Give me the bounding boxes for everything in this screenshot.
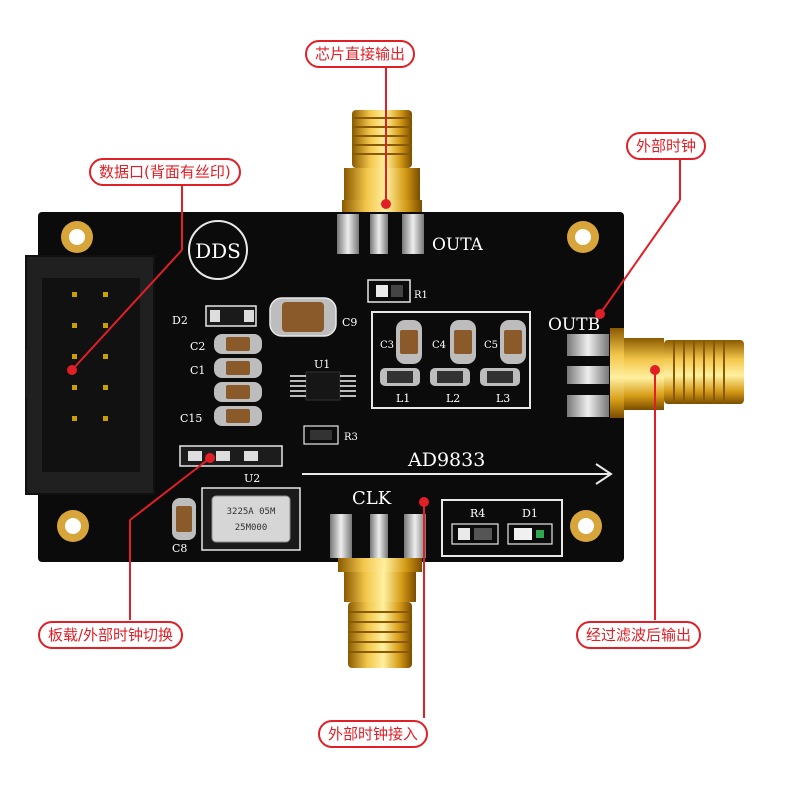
clock-switch-jumper[interactable]	[179, 445, 283, 467]
silk-d2: D2	[172, 314, 188, 327]
capacitor-c4	[450, 320, 476, 364]
data-header-connector[interactable]	[25, 255, 155, 495]
capacitor-c1	[214, 358, 262, 378]
silk-c1: C1	[190, 364, 205, 377]
dds-badge-label: DDS	[195, 239, 241, 263]
callout-external-clock-input: 外部时钟接入	[318, 720, 429, 748]
silk-l3: L3	[496, 392, 510, 405]
inductor-l1	[380, 368, 420, 386]
silk-outa: OUTA	[432, 235, 484, 255]
silk-c2: C2	[190, 340, 205, 353]
resistor-r3	[303, 425, 339, 445]
callout-chip-output: 芯片直接输出	[305, 40, 416, 68]
silk-outb: OUTB	[548, 315, 600, 335]
callout-filtered-output: 经过滤波后输出	[576, 621, 702, 649]
sma-connector-outa[interactable]	[337, 110, 424, 254]
capacitor-c5	[500, 320, 526, 364]
mounting-hole-icon	[61, 221, 93, 253]
capacitor-c15	[214, 406, 262, 426]
oscillator-marking-1: 3225A 05M	[227, 507, 276, 517]
capacitor-c8	[172, 498, 196, 540]
led-d1	[507, 523, 553, 545]
silk-l2: L2	[446, 392, 460, 405]
filter-block	[371, 311, 531, 409]
callout-external-clock: 外部时钟	[626, 132, 707, 160]
mounting-hole-icon	[567, 221, 599, 253]
silk-r4: R4	[470, 507, 485, 520]
silk-d1: D1	[522, 507, 538, 520]
resistor-r4	[451, 523, 499, 545]
mounting-hole-icon	[570, 510, 602, 542]
silk-c4: C4	[432, 340, 446, 351]
inductor-l3	[480, 368, 520, 386]
sma-connector-clk[interactable]	[330, 514, 426, 668]
silk-c15: C15	[180, 412, 202, 425]
silk-l1: L1	[396, 392, 410, 405]
silk-c5: C5	[484, 340, 498, 351]
silk-r1: R1	[414, 290, 428, 301]
capacitor-c3	[396, 320, 422, 364]
silk-r3: R3	[344, 432, 358, 443]
silk-clk: CLK	[352, 488, 392, 509]
capacitor-extra	[214, 382, 262, 402]
silk-c9: C9	[342, 316, 357, 329]
silk-u2: U2	[244, 472, 260, 485]
chip-u1	[290, 371, 356, 401]
silk-c3: C3	[380, 340, 394, 351]
chip-name-label: AD9833	[407, 449, 485, 471]
silk-u1: U1	[314, 358, 330, 371]
silk-c8: C8	[172, 542, 187, 555]
callout-leader-lines	[67, 58, 681, 718]
dds-badge	[188, 220, 248, 280]
r4-d1-block	[441, 499, 563, 557]
resistor-r1	[367, 279, 411, 303]
oscillator-marking-2: 25M000	[235, 523, 268, 533]
capacitor-c2	[214, 334, 262, 354]
mounting-hole-icon	[57, 510, 89, 542]
callout-clock-switch: 板载/外部时钟切换	[38, 621, 184, 649]
crystal-oscillator	[201, 487, 301, 551]
inductor-l2	[430, 368, 470, 386]
callout-data-port: 数据口(背面有丝印)	[89, 158, 241, 186]
signal-arrow	[302, 463, 613, 485]
